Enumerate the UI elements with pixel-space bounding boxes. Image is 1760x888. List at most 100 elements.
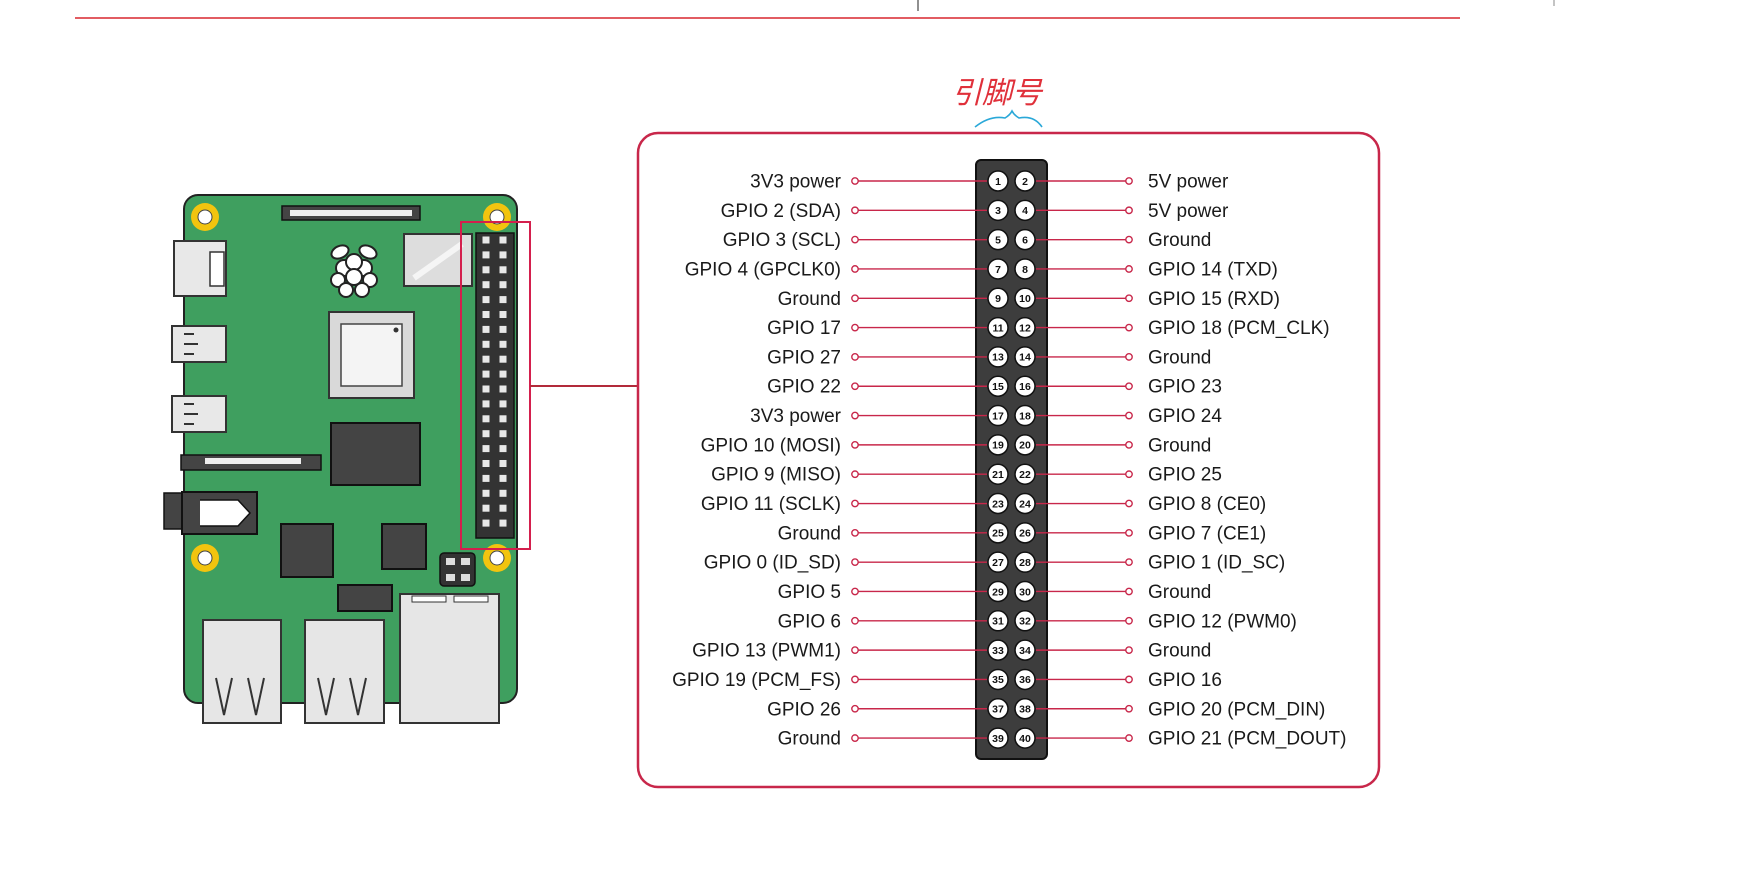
board-header-pin bbox=[482, 504, 490, 512]
pin-odd-circle bbox=[987, 199, 1009, 222]
pin-number: 21 bbox=[992, 469, 1004, 481]
pin-even-circle bbox=[1014, 610, 1036, 632]
right-lead-terminal bbox=[1125, 294, 1133, 303]
left-pin-label: 3V3 power bbox=[750, 172, 842, 193]
soc-chip bbox=[328, 311, 415, 399]
board-header-pin bbox=[482, 370, 490, 378]
left-pin-label: Ground bbox=[778, 729, 841, 750]
pin-odd-circle bbox=[987, 610, 1009, 632]
left-lead-terminal bbox=[851, 323, 859, 332]
poe-header bbox=[439, 552, 476, 587]
display-ribbon-connector bbox=[281, 205, 421, 221]
mounting-hole-bottom-left bbox=[191, 544, 219, 572]
pin-number: 9 bbox=[995, 293, 1001, 305]
ethernet-port bbox=[399, 593, 500, 724]
left-lead-terminal bbox=[851, 382, 859, 391]
right-pin-label: GPIO 12 (PWM0) bbox=[1148, 611, 1297, 632]
pin-odd-circle bbox=[987, 522, 1009, 544]
pin-even-circle bbox=[1014, 434, 1036, 456]
right-lead-terminal bbox=[1125, 470, 1133, 479]
pin-number: 37 bbox=[992, 704, 1004, 716]
pin-row: GPIO 17 11 12 GPIO 18 (PCM_CLK) bbox=[767, 316, 1330, 339]
camera-ribbon-connector bbox=[180, 454, 322, 471]
pin-number: 19 bbox=[992, 440, 1004, 452]
pin-odd-circle bbox=[987, 287, 1009, 310]
right-pin-label: GPIO 16 bbox=[1148, 670, 1222, 691]
left-pin-label: GPIO 2 (SDA) bbox=[721, 201, 841, 222]
board-header-pin bbox=[499, 415, 507, 423]
pin-number: 23 bbox=[992, 498, 1004, 510]
pin-number: 27 bbox=[992, 557, 1004, 569]
pin-number: 12 bbox=[1019, 322, 1031, 334]
pin-number: 24 bbox=[1019, 498, 1031, 510]
pin-number: 3 bbox=[995, 205, 1001, 217]
pin-even-circle bbox=[1014, 551, 1036, 573]
left-pin-label: GPIO 19 (PCM_FS) bbox=[672, 670, 841, 691]
left-pin-label: GPIO 22 bbox=[767, 377, 841, 398]
pin-even-circle bbox=[1014, 639, 1036, 661]
pin-number: 29 bbox=[992, 586, 1004, 598]
right-lead-terminal bbox=[1125, 206, 1133, 215]
pin-even-circle bbox=[1014, 316, 1036, 339]
pin-even-circle bbox=[1014, 199, 1036, 222]
left-lead-terminal bbox=[851, 353, 859, 361]
left-lead-terminal bbox=[851, 440, 859, 449]
left-pin-label: GPIO 27 bbox=[767, 347, 841, 368]
left-lead-terminal bbox=[851, 616, 859, 625]
right-pin-label: GPIO 18 (PCM_CLK) bbox=[1148, 318, 1330, 339]
left-pin-label: GPIO 13 (PWM1) bbox=[692, 641, 841, 662]
right-pin-label: GPIO 1 (ID_SC) bbox=[1148, 553, 1285, 574]
board-header-pin bbox=[499, 311, 507, 318]
pin-number: 11 bbox=[992, 322, 1003, 334]
left-pin-label: GPIO 0 (ID_SD) bbox=[704, 553, 841, 574]
right-pin-label: Ground bbox=[1148, 582, 1211, 603]
board-header-pin bbox=[499, 430, 507, 438]
board-header-pin bbox=[482, 489, 490, 497]
pin-odd-circle bbox=[987, 258, 1009, 280]
pin-even-circle bbox=[1014, 287, 1036, 310]
pin-number: 16 bbox=[1019, 381, 1031, 393]
right-pin-label: GPIO 20 (PCM_DIN) bbox=[1148, 699, 1325, 720]
pin-number: 25 bbox=[992, 528, 1004, 540]
board-header-pin bbox=[499, 460, 507, 467]
pin-number: 20 bbox=[1019, 440, 1031, 452]
left-pin-label: Ground bbox=[778, 523, 841, 544]
raspberry-logo bbox=[330, 244, 378, 298]
pin-number: 4 bbox=[1022, 205, 1028, 217]
board-header-pin bbox=[499, 236, 507, 244]
pin-number-annotation: 引脚号 bbox=[952, 76, 1044, 111]
pin-number: 8 bbox=[1022, 264, 1028, 276]
left-pin-label: 3V3 power bbox=[750, 406, 842, 427]
left-pin-label: GPIO 17 bbox=[767, 318, 841, 339]
pin-odd-circle bbox=[987, 170, 1009, 192]
board-header-pin bbox=[499, 281, 507, 289]
left-lead-terminal bbox=[851, 558, 859, 567]
right-pin-label: GPIO 23 bbox=[1148, 377, 1222, 398]
pin-number: 5 bbox=[995, 234, 1001, 246]
pin-even-circle bbox=[1014, 492, 1036, 515]
pin-number: 10 bbox=[1019, 293, 1031, 305]
raspberry-pi-board bbox=[163, 194, 531, 724]
left-lead-terminal bbox=[851, 499, 859, 508]
pin-number: 39 bbox=[992, 733, 1004, 745]
left-lead-terminal bbox=[851, 206, 859, 215]
pin-even-circle bbox=[1014, 668, 1036, 691]
right-pin-label: GPIO 7 (CE1) bbox=[1148, 523, 1266, 544]
pin-odd-circle bbox=[987, 668, 1009, 691]
right-pin-label: GPIO 8 (CE0) bbox=[1148, 494, 1266, 515]
left-pin-label: GPIO 4 (GPCLK0) bbox=[685, 259, 841, 280]
right-lead-terminal bbox=[1125, 558, 1133, 567]
right-lead-terminal bbox=[1125, 734, 1133, 742]
pin-even-circle bbox=[1014, 346, 1036, 368]
pin-number: 17 bbox=[992, 410, 1004, 422]
board-header-pin bbox=[499, 355, 507, 363]
right-pin-label: GPIO 24 bbox=[1148, 406, 1222, 427]
